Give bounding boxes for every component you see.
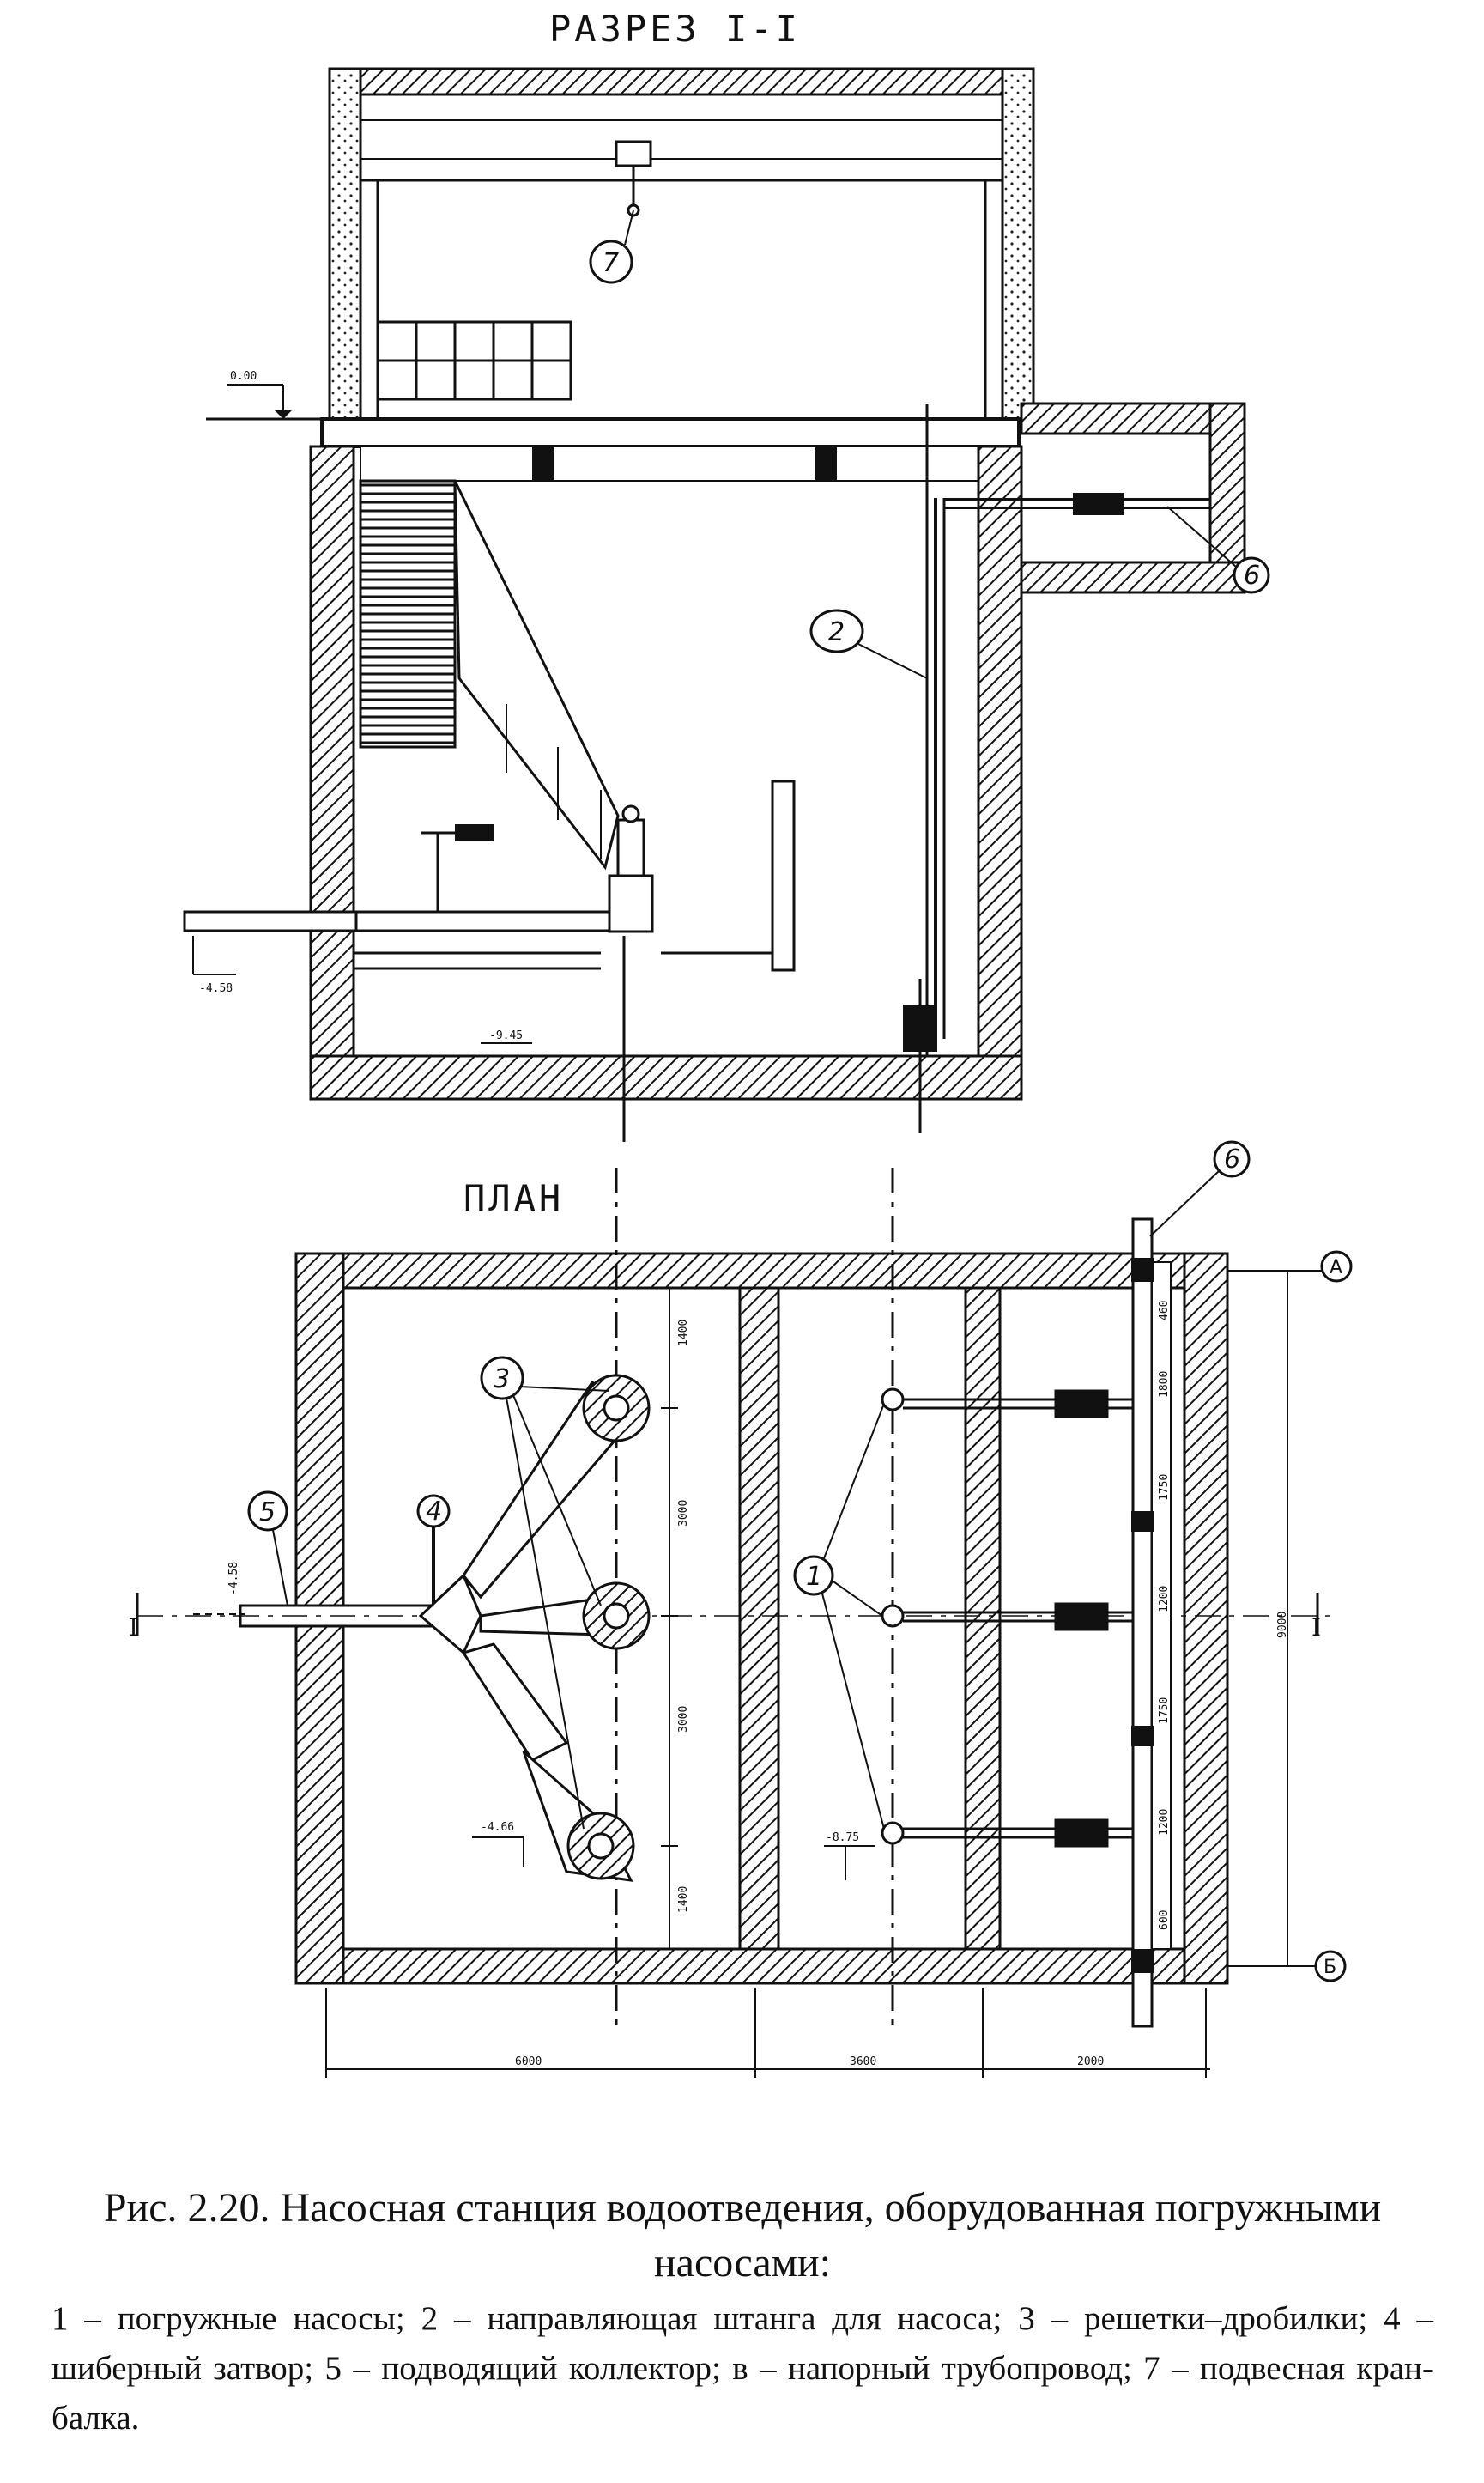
svg-text:1200: 1200 [1158,1586,1171,1612]
svg-text:-4.66: -4.66 [481,1821,514,1834]
callout-4: 4 [416,1494,451,1528]
section-view: РАЗРЕЗ I-I [183,8,1270,1142]
plan-title: ПЛАН [463,1177,564,1219]
svg-text:6000: 6000 [515,2055,542,2068]
inlet-level-label: -4.58 [199,982,233,995]
svg-text:3: 3 [494,1364,510,1394]
svg-text:460: 460 [1158,1301,1171,1320]
svg-text:А: А [1330,1257,1342,1278]
section-title: РАЗРЕЗ I-I [549,8,801,50]
section-cut-left: I [129,1593,139,1642]
technical-drawing: РАЗРЕЗ I-I [129,8,1353,2078]
stored-blocks [376,320,572,401]
grinder-section [421,804,654,933]
floor-slab [320,417,1021,448]
pressure-manifold-plan: 460 1800 1750 1200 1750 1200 600 [1131,1217,1172,2028]
svg-text:1750: 1750 [1158,1697,1171,1724]
svg-text:5: 5 [259,1497,276,1527]
svg-text:600: 600 [1158,1910,1171,1930]
svg-text:2000: 2000 [1077,2055,1104,2068]
inlet-pipe-section: -4.58 [183,780,796,995]
inlet-collector-plan: -4.58 [137,1562,1330,1628]
svg-text:1750: 1750 [1158,1474,1171,1501]
svg-text:1400: 1400 [677,1320,690,1346]
plan-level-right: -8.75 [824,1831,875,1880]
callout-2: 2 [809,609,928,679]
grinder-screens-plan [461,1374,651,1882]
bottom-dimensions: 6000 3600 2000 [325,1988,1210,2078]
callout-3: 3 [480,1356,610,1830]
bottom-level-label: -9.45 [489,1029,523,1042]
svg-text:4: 4 [426,1496,442,1527]
figure-legend: 1 – погружные насосы; 2 – направляющая ш… [51,2300,1433,2437]
left-dimensions: 1400 3000 3000 1400 [661,1288,690,1949]
svg-text:I: I [129,1613,138,1642]
right-dimension: 9000 [1227,1270,1322,1967]
plan-walls [294,1252,1229,1985]
svg-text:3000: 3000 [677,1706,690,1733]
crane-hoist [615,140,652,217]
svg-text:Б: Б [1323,1957,1336,1978]
callout-1: 1 [793,1403,885,1830]
axis-marker-b: Б [1314,1950,1347,1982]
section-cut-right: I [1311,1593,1321,1642]
svg-text:3000: 3000 [677,1500,690,1527]
callout-6-plan: 6 [1149,1140,1251,1237]
ground-level-mark: 0.00 [206,370,330,421]
svg-text:1400: 1400 [677,1886,690,1913]
axis-marker-a: А [1320,1250,1353,1283]
svg-text:-8.75: -8.75 [826,1831,859,1844]
svg-text:6: 6 [1244,561,1260,591]
ground-level-label: 0.00 [230,370,257,383]
plan-view: ПЛАН -4.58 I I [129,1140,1353,2078]
svg-text:1200: 1200 [1158,1809,1171,1836]
svg-text:9000: 9000 [1276,1612,1289,1638]
guide-rail-section [903,404,1210,1133]
svg-text:3600: 3600 [850,2055,876,2068]
svg-text:6: 6 [1224,1144,1240,1175]
svg-text:1800: 1800 [1158,1371,1171,1398]
figure-caption-title: Рис. 2.20. Насосная станция водоотведени… [103,2185,1382,2286]
inlet-plan-level: -4.58 [227,1562,240,1595]
callout-5: 5 [247,1490,288,1606]
svg-text:7: 7 [603,248,619,278]
svg-text:I: I [1311,1613,1321,1642]
svg-text:2: 2 [828,617,845,647]
plan-level-left: -4.66 [472,1821,524,1867]
pumps-plan [881,1387,1142,1848]
staircase [359,479,620,871]
superstructure [328,67,1035,422]
callout-6-section: 6 [1166,506,1270,594]
svg-text:1: 1 [806,1562,822,1592]
wet-well-walls [309,445,1023,1101]
callout-7: 7 [589,209,634,284]
valve-chamber [1020,402,1246,594]
